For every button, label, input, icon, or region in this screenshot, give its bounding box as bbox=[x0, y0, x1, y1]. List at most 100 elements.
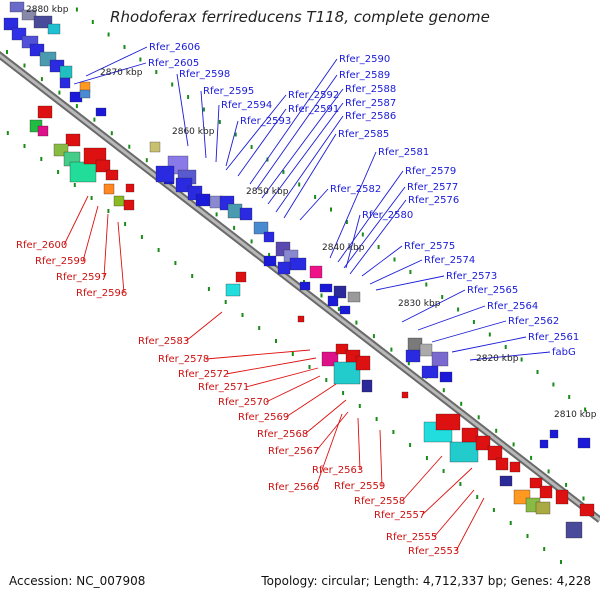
gene-label-rfer-2588[interactable]: Rfer_2588 bbox=[345, 84, 396, 95]
gene-label-rfer-2598[interactable]: Rfer_2598 bbox=[179, 69, 230, 80]
scale-label: 2840 kbp bbox=[322, 243, 365, 253]
gene-block bbox=[263, 231, 275, 243]
gene-label-rfer-2572[interactable]: Rfer_2572 bbox=[178, 369, 229, 380]
gene-label-rfer-2571[interactable]: Rfer_2571 bbox=[198, 382, 249, 393]
gene-label-rfer-2555[interactable]: Rfer_2555 bbox=[386, 532, 437, 543]
tick-mark bbox=[90, 196, 93, 200]
gene-label-rfer-2576[interactable]: Rfer_2576 bbox=[408, 195, 459, 206]
gene-label-rfer-2587[interactable]: Rfer_2587 bbox=[345, 98, 396, 109]
tick-mark bbox=[358, 404, 361, 408]
leader-line bbox=[357, 417, 361, 471]
gene-label-rfer-2569[interactable]: Rfer_2569 bbox=[238, 412, 289, 423]
tick-mark bbox=[298, 182, 301, 187]
gene-label-rfer-2585[interactable]: Rfer_2585 bbox=[338, 129, 389, 140]
leader-line bbox=[200, 90, 207, 159]
tick-mark bbox=[250, 239, 253, 244]
tick-mark bbox=[58, 90, 61, 95]
gene-label-rfer-2606[interactable]: Rfer_2606 bbox=[149, 42, 200, 53]
tick-mark bbox=[93, 117, 96, 122]
gene-block-reverse bbox=[95, 159, 111, 173]
gene-label-rfer-2570[interactable]: Rfer_2570 bbox=[218, 397, 269, 408]
tick-mark bbox=[40, 77, 43, 82]
gene-label-rfer-2575[interactable]: Rfer_2575 bbox=[404, 241, 455, 252]
gene-block-reverse bbox=[105, 169, 119, 181]
gene-label-rfer-2559[interactable]: Rfer_2559 bbox=[334, 481, 385, 492]
gene-label-rfer-2567[interactable]: Rfer_2567 bbox=[268, 446, 319, 457]
leader-line bbox=[451, 336, 527, 353]
tick-mark bbox=[459, 482, 462, 486]
scale-label: 2830 kbp bbox=[398, 299, 441, 309]
gene-block-reverse bbox=[123, 199, 135, 211]
gene-label-rfer-2562[interactable]: Rfer_2562 bbox=[508, 316, 559, 327]
tick-mark bbox=[202, 107, 205, 112]
gene-label-rfer-2566[interactable]: Rfer_2566 bbox=[268, 482, 319, 493]
gene-label-rfer-2590[interactable]: Rfer_2590 bbox=[339, 54, 390, 65]
tick-mark bbox=[268, 252, 271, 257]
gene-label-rfer-2586[interactable]: Rfer_2586 bbox=[345, 111, 396, 122]
gene-block bbox=[339, 305, 351, 315]
tick-mark bbox=[520, 357, 523, 362]
gene-label-rfer-2591[interactable]: Rfer_2591 bbox=[288, 104, 339, 115]
tick-mark bbox=[91, 20, 94, 24]
tick-mark bbox=[124, 222, 127, 226]
gene-label-rfer-2578[interactable]: Rfer_2578 bbox=[158, 354, 209, 365]
gene-label-rfer-2564[interactable]: Rfer_2564 bbox=[487, 301, 538, 312]
gene-label-rfer-2574[interactable]: Rfer_2574 bbox=[424, 255, 475, 266]
tick-mark bbox=[492, 508, 495, 512]
gene-block-reverse bbox=[37, 105, 53, 119]
tick-mark bbox=[57, 170, 60, 174]
gene-label-fabg[interactable]: fabG bbox=[552, 347, 576, 358]
gene-block bbox=[195, 193, 211, 207]
gene-label-rfer-2595[interactable]: Rfer_2595 bbox=[203, 86, 254, 97]
leader-line bbox=[401, 289, 466, 323]
gene-label-rfer-2594[interactable]: Rfer_2594 bbox=[221, 100, 272, 111]
gene-label-rfer-2583[interactable]: Rfer_2583 bbox=[138, 336, 189, 347]
tick-mark bbox=[425, 282, 428, 287]
leader-line bbox=[433, 489, 475, 538]
tick-mark bbox=[191, 274, 194, 278]
gene-block bbox=[9, 1, 25, 13]
gene-label-rfer-2573[interactable]: Rfer_2573 bbox=[446, 271, 497, 282]
gene-label-rfer-2558[interactable]: Rfer_2558 bbox=[354, 496, 405, 507]
leader-line bbox=[285, 383, 337, 418]
tick-mark bbox=[218, 120, 221, 124]
leader-line bbox=[401, 455, 443, 502]
gene-label-rfer-2553[interactable]: Rfer_2553 bbox=[408, 546, 459, 557]
gene-label-rfer-2597[interactable]: Rfer_2597 bbox=[56, 272, 107, 283]
gene-label-rfer-2557[interactable]: Rfer_2557 bbox=[374, 510, 425, 521]
gene-label-rfer-2568[interactable]: Rfer_2568 bbox=[257, 429, 308, 440]
gene-label-rfer-2599[interactable]: Rfer_2599 bbox=[35, 256, 86, 267]
gene-label-rfer-2579[interactable]: Rfer_2579 bbox=[405, 166, 456, 177]
gene-block-reverse bbox=[335, 343, 349, 355]
scale-label: 2860 kbp bbox=[172, 127, 215, 137]
gene-label-rfer-2592[interactable]: Rfer_2592 bbox=[288, 90, 339, 101]
gene-label-rfer-2580[interactable]: Rfer_2580 bbox=[362, 210, 413, 221]
gene-label-rfer-2561[interactable]: Rfer_2561 bbox=[528, 332, 579, 343]
leader-line bbox=[249, 58, 338, 185]
tick-mark bbox=[174, 261, 177, 265]
gene-block-reverse bbox=[579, 503, 595, 517]
tick-mark bbox=[441, 295, 444, 299]
gene-label-rfer-2589[interactable]: Rfer_2589 bbox=[339, 70, 390, 81]
gene-block-reverse bbox=[499, 475, 513, 487]
tick-mark bbox=[476, 495, 479, 499]
gene-label-rfer-2582[interactable]: Rfer_2582 bbox=[330, 184, 381, 195]
gene-label-rfer-2600[interactable]: Rfer_2600 bbox=[16, 240, 67, 251]
gene-label-rfer-2605[interactable]: Rfer_2605 bbox=[148, 58, 199, 69]
gene-label-rfer-2565[interactable]: Rfer_2565 bbox=[467, 285, 518, 296]
tick-mark bbox=[377, 245, 380, 249]
tick-mark bbox=[128, 144, 131, 149]
gene-label-rfer-2596[interactable]: Rfer_2596 bbox=[76, 288, 127, 299]
gene-block-reverse bbox=[565, 521, 583, 539]
gene-label-rfer-2581[interactable]: Rfer_2581 bbox=[378, 147, 429, 158]
gene-label-rfer-2577[interactable]: Rfer_2577 bbox=[407, 182, 458, 193]
tick-mark bbox=[375, 417, 378, 421]
gene-block bbox=[79, 89, 91, 99]
tick-mark bbox=[504, 345, 507, 349]
tick-mark bbox=[568, 395, 571, 399]
gene-label-rfer-2563[interactable]: Rfer_2563 bbox=[312, 465, 363, 476]
gene-label-rfer-2593[interactable]: Rfer_2593 bbox=[240, 116, 291, 127]
tick-mark bbox=[325, 378, 328, 382]
gene-block-reverse bbox=[555, 489, 569, 505]
gene-block bbox=[347, 291, 361, 303]
